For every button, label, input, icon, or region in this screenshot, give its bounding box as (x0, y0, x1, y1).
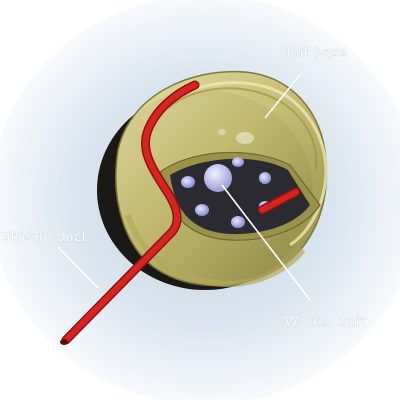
duct-end (60, 339, 68, 345)
worker-hole (231, 216, 245, 228)
worker-unit-label: Worker unit (285, 315, 366, 330)
unit-base-label: Unit base (281, 46, 347, 61)
worker-hole (232, 157, 244, 167)
worker-hub (204, 164, 232, 192)
worker-hole (181, 176, 195, 188)
stream-duct-label: Stream duct (2, 230, 87, 245)
stream-duct (60, 80, 301, 345)
worker-unit-leader (221, 184, 311, 301)
gloss-highlight (236, 132, 254, 144)
stream-duct-leader (57, 246, 99, 289)
unit-base-leader (264, 74, 301, 119)
worker-hole (259, 172, 271, 184)
worker-hole (195, 204, 209, 216)
